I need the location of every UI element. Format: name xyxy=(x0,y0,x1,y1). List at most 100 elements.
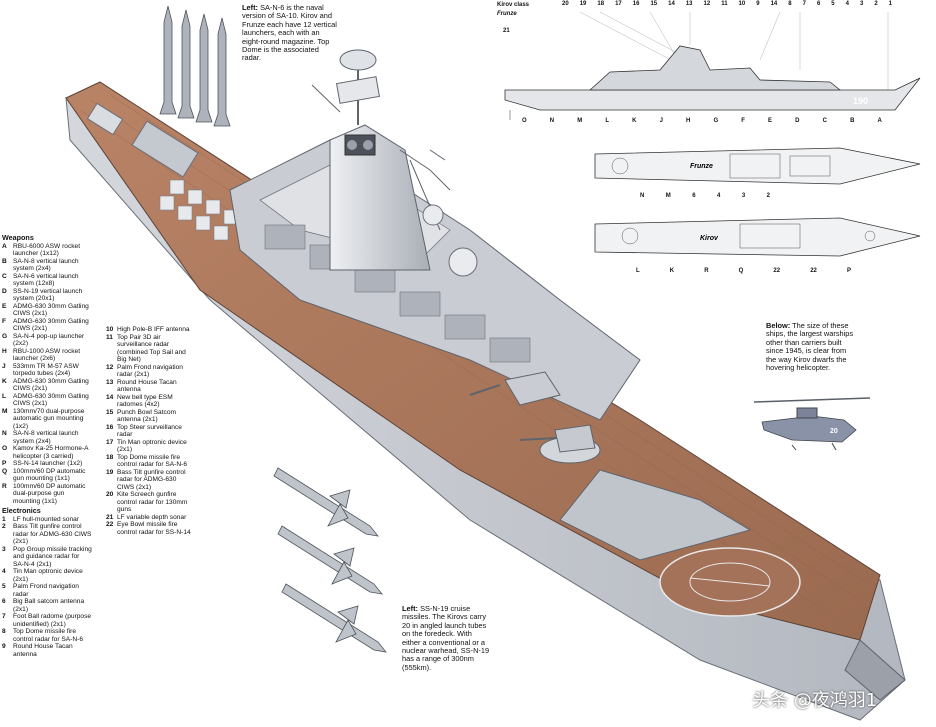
caption-sa-n-6: Left: SA-N-6 is the naval version of SA-… xyxy=(242,3,338,63)
profile-hull xyxy=(504,77,921,111)
callout-label: R xyxy=(704,268,709,274)
caption-label: Left: xyxy=(242,3,259,12)
legend-item: C SA-N-6 vertical launch system (12x8) xyxy=(2,273,92,288)
ss-n-19-missile-1 xyxy=(273,467,379,537)
callout-number: 17 xyxy=(615,1,622,7)
helicopter-illustration: 20 xyxy=(753,397,871,451)
legend-text: ADMG-630 30mm Gatling CIWS (2x1) xyxy=(13,302,89,318)
legend-text: ADMG-630 30mm Gatling CIWS (2x1) xyxy=(13,377,89,393)
missile-2 xyxy=(177,9,195,119)
caption-text: SS-N-19 cruise missiles. The Kirovs carr… xyxy=(402,604,490,672)
legend-text: Palm Frond navigation radar (2x1) xyxy=(117,363,183,379)
legend-item: A RBU-6000 ASW rocket launcher (1x12) xyxy=(2,243,92,258)
plan-view-kirov: Kirov xyxy=(594,217,921,257)
callout-number: 16 xyxy=(632,1,640,7)
legend-key: N xyxy=(2,430,7,437)
callout-number: 12 xyxy=(703,1,711,7)
legend-text: Kamov Ka-25 Hormone-A helicopter (3 carr… xyxy=(13,445,89,460)
callout-letter: F xyxy=(741,118,745,124)
callout-label: N xyxy=(640,193,645,199)
profile-sonar-number: 21 xyxy=(503,28,510,34)
legend-key: 22 xyxy=(106,521,114,528)
callout-letter: G xyxy=(713,118,719,124)
legend-key: Q xyxy=(2,467,8,475)
callout-label: 6 xyxy=(692,193,696,199)
profile-ship-name: Frunze xyxy=(497,11,517,17)
legend-key: H xyxy=(2,347,7,355)
callout-number: 7 xyxy=(802,1,806,7)
weapons-heading: Weapons xyxy=(2,233,34,242)
legend-key: 16 xyxy=(106,423,114,431)
callout-letter: L xyxy=(605,118,610,124)
legend-text: Top Steer surveillance radar xyxy=(117,423,182,439)
legend-item: O Kamov Ka-25 Hormone-A helicopter (3 car… xyxy=(2,445,92,460)
callout-number: 8 xyxy=(788,1,792,7)
legend-text: Round House Tacan antenna xyxy=(13,643,73,658)
callout-number: 14 xyxy=(770,1,778,7)
caption-text: SA-N-6 is the naval version of SA-10. Ki… xyxy=(242,3,337,63)
legend-key: K xyxy=(2,377,7,385)
legend-key: 12 xyxy=(106,363,114,371)
legend-key: O xyxy=(2,445,8,452)
legend-item: B SA-N-8 vertical launch system (2x4) xyxy=(2,258,92,273)
missile-4 xyxy=(213,17,231,127)
legend-key: 8 xyxy=(2,628,6,635)
callout-label: 22 xyxy=(810,268,817,274)
aft-guns xyxy=(469,371,601,464)
legend-text: LF hull-mounted sonar xyxy=(13,515,79,523)
callout-number: 13 xyxy=(685,1,693,7)
legend-text: ADMG-630 30mm Gatling CIWS (2x1) xyxy=(13,392,89,408)
legend-item: 8 Top Dome missile fire control radar for… xyxy=(2,628,92,643)
legend-text: Top Pair 3D air surveillance radar (comb… xyxy=(117,333,186,364)
legend-key: B xyxy=(2,257,7,265)
legend-key: E xyxy=(2,302,7,310)
profile-class-label: Kirov class xyxy=(497,2,530,8)
legend-key: 14 xyxy=(106,393,114,401)
legend-key: 7 xyxy=(2,613,6,620)
callout-label: K xyxy=(669,268,675,274)
legend-text: RBU-6000 ASW rocket launcher (1x12) xyxy=(13,242,81,258)
caption-label: Below: xyxy=(766,321,791,330)
ss-n-19-missiles xyxy=(273,467,387,653)
legend-key: P xyxy=(2,460,7,467)
legend-text: New bell type ESM radomes (4x2) xyxy=(117,393,173,409)
legend-key: 6 xyxy=(2,598,6,605)
helipad xyxy=(659,547,801,617)
legend-text: Top Dome missile fire control radar for … xyxy=(13,628,83,643)
legend-key: 2 xyxy=(2,523,6,530)
legend-key: A xyxy=(2,242,7,250)
legend-text: Pop Group missile tracking and guidance … xyxy=(13,545,92,568)
legend-key: 18 xyxy=(106,453,114,461)
legend-text: ADMG-630 30mm Gatling CIWS (2x1) xyxy=(13,317,89,333)
callout-number: 14 xyxy=(668,1,675,7)
legend-key: D xyxy=(2,287,7,295)
sa-n-6-missiles xyxy=(159,5,231,127)
callout-number: 15 xyxy=(650,1,658,7)
legend-text: SA-N-8 vertical launch system (2x4) xyxy=(13,257,79,273)
plan-view-frunze: Frunze xyxy=(594,147,921,185)
legend-text: Eye Bowl missile fire control radar for … xyxy=(117,521,191,536)
legend-text: SS-N-19 vertical launch system (20x1) xyxy=(13,287,83,303)
profile-view: 190 xyxy=(504,11,921,120)
legend-text: Foot Ball radome (purpose unidentified) … xyxy=(13,613,92,628)
callout-number: 10 xyxy=(738,1,746,7)
legend-key: C xyxy=(2,272,7,280)
legend-text: SA-N-6 vertical launch system (12x8) xyxy=(13,272,79,288)
caption-label: Left: xyxy=(402,604,419,613)
ss-n-19-missile-2 xyxy=(277,525,383,595)
